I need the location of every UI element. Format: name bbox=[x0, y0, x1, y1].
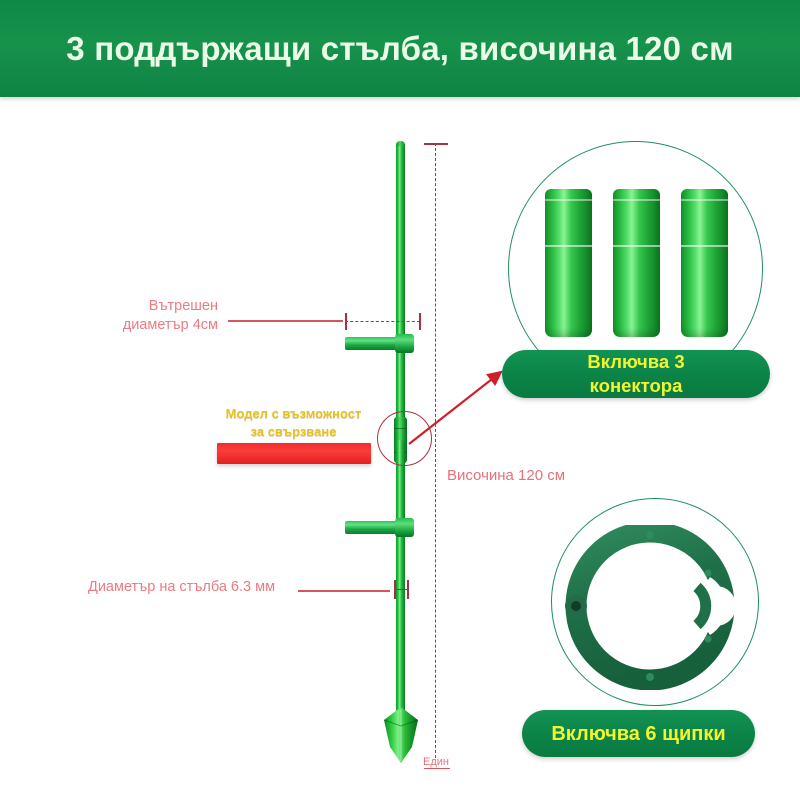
inner-diameter-label: Вътрешен диаметър 4см bbox=[88, 297, 218, 335]
inner-diameter-label-line2: диаметър 4см bbox=[122, 317, 218, 333]
connector-cylinder bbox=[613, 189, 660, 337]
unit-label-underline bbox=[424, 768, 450, 770]
inner-diameter-cap-left bbox=[345, 313, 347, 330]
pole-diameter-label: Диаметър на стълба 6.3 мм bbox=[88, 579, 276, 595]
inner-diameter-leader-line bbox=[228, 320, 343, 322]
inner-diameter-dimension-line bbox=[345, 321, 420, 322]
connectable-model-red-bar bbox=[217, 443, 371, 464]
caption-pill-clips: Включва 6 щипки bbox=[522, 710, 755, 757]
cross-arm-lower bbox=[345, 521, 407, 534]
joint-highlight-circle bbox=[377, 411, 432, 466]
joint-callout-arrow-icon bbox=[408, 370, 503, 445]
pole-lower-segment bbox=[396, 440, 405, 715]
caption-pill-connectors: Включва 3 конектора bbox=[502, 350, 770, 398]
pole-diameter-bar bbox=[394, 589, 408, 591]
connector-cylinder bbox=[681, 189, 728, 337]
connector-cylinder bbox=[545, 189, 592, 337]
height-dimension-line bbox=[435, 143, 436, 758]
cross-arm-hub-upper bbox=[395, 334, 414, 353]
connector-seam bbox=[613, 245, 660, 247]
connector-seam bbox=[681, 245, 728, 247]
connector-rim bbox=[613, 199, 660, 201]
unit-count-label: Един bbox=[423, 756, 449, 768]
cross-arm-hub-lower bbox=[395, 518, 414, 537]
connectable-model-label: Модел с възможност за свързване bbox=[217, 405, 370, 441]
connector-rim bbox=[545, 199, 592, 201]
pole-upper-segment bbox=[396, 146, 405, 436]
pole-top-cap bbox=[396, 141, 405, 149]
height-dimension-top-tick bbox=[424, 143, 448, 145]
pole-diameter-leader-line bbox=[298, 590, 390, 592]
ground-spike-icon bbox=[383, 707, 419, 763]
connectable-model-label-line1: Модел с възможност bbox=[225, 406, 362, 421]
inner-diameter-cap-right bbox=[419, 313, 421, 330]
connectable-model-label-line2: за свързване bbox=[250, 424, 337, 439]
inner-diameter-label-line1: Вътрешен bbox=[148, 298, 218, 314]
clip-ring-icon bbox=[565, 525, 736, 690]
cross-arm-upper bbox=[345, 337, 407, 350]
height-label: Височина 120 см bbox=[447, 467, 566, 484]
connector-rim bbox=[681, 199, 728, 201]
page-title: 3 поддържащи стълба, височина 120 см bbox=[66, 29, 734, 67]
connector-seam bbox=[545, 245, 592, 247]
header-banner: 3 поддържащи стълба, височина 120 см bbox=[0, 0, 800, 97]
